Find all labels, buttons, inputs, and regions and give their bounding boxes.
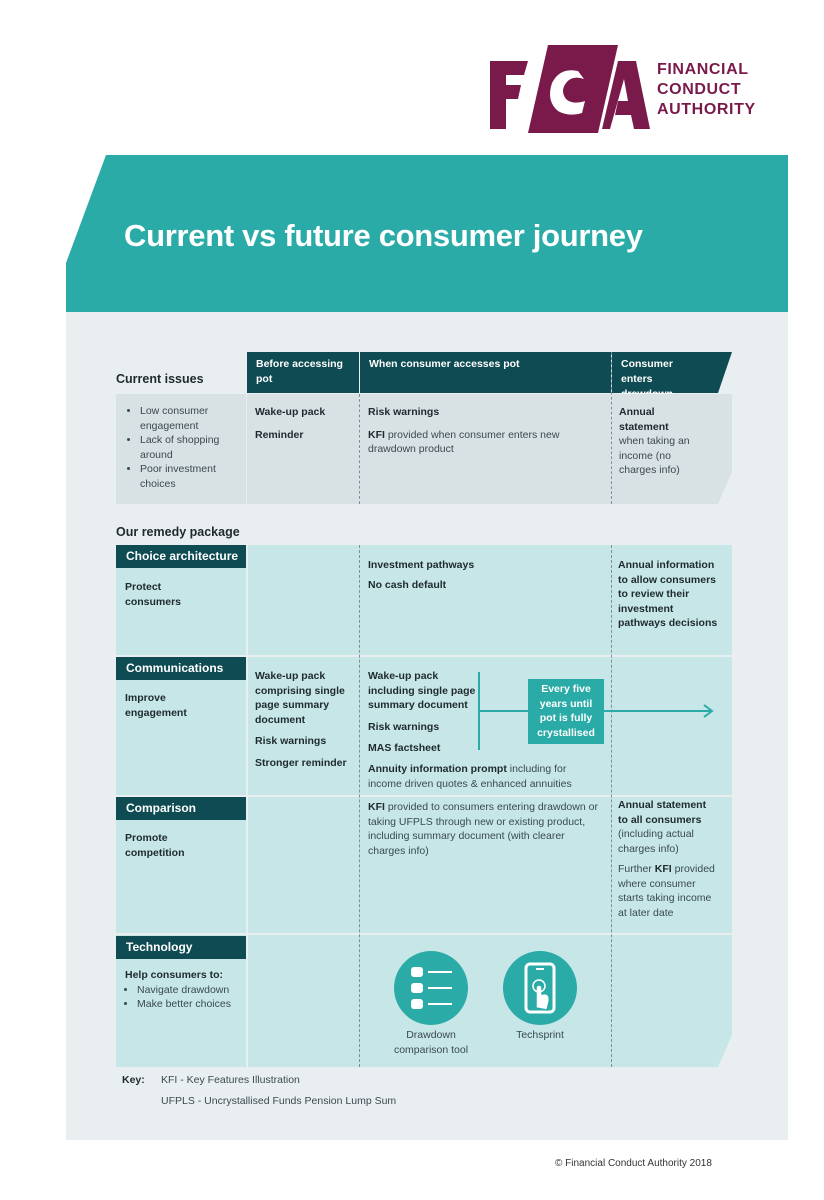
tag-choice-architecture: Choice architecture (116, 545, 246, 568)
issues-cell: Low consumer engagement Lack of shopping… (116, 394, 246, 504)
risk-warnings-text: Risk warnings (255, 735, 327, 747)
col-header-drawdown: Consumer enters drawdown (621, 358, 673, 400)
annuity-prompt-rest: including for income driven quotes & enh… (368, 763, 572, 790)
kfi-current-text: KFI provided when consumer enters new dr… (360, 420, 611, 457)
kfi-term: KFI (368, 428, 385, 441)
annual-statement-text: Annual statement (619, 406, 669, 433)
separator (611, 545, 612, 1067)
drawdown-tool-label: Drawdown comparison tool (393, 1029, 469, 1056)
further-kfi-rest: provided where consumer starts taking in… (618, 863, 715, 919)
col-header-before: Before accessing pot (247, 352, 359, 393)
kfi-comparison-text: KFI provided to consumers entering drawd… (368, 800, 600, 858)
tag-comparison: Comparison (116, 797, 246, 820)
logo-line-3: AUTHORITY (657, 101, 756, 118)
remedy-grid-bg (116, 545, 732, 1067)
comms-accesses-cell: Wake-up pack including single page summa… (368, 669, 478, 756)
current-before-cell: Wake-up pack Reminder (247, 394, 359, 504)
issue-item: Low consumer engagement (140, 404, 246, 433)
remedy-label: Our remedy package (116, 525, 240, 539)
no-cash-default-text: No cash default (368, 579, 447, 591)
separator (611, 352, 612, 504)
tech-bullet: Navigate drawdown (137, 983, 245, 998)
logo-line-2: CONDUCT (657, 81, 742, 98)
page-title: Current vs future consumer journey (124, 218, 643, 253)
phone-touch-icon (503, 951, 577, 1025)
annual-statement-all-text: Annual statement to all consumers (618, 799, 707, 826)
row-divider (116, 655, 732, 657)
further-word: Further (618, 863, 655, 875)
reminder-text: Reminder (255, 428, 304, 441)
tech-bullet: Make better choices (137, 997, 245, 1012)
goal-help-consumers: Help consumers to: (125, 969, 224, 981)
risk-warnings-text: Risk warnings (368, 720, 440, 733)
issues-list: Low consumer engagement Lack of shopping… (116, 394, 246, 491)
kfi-current-rest: provided when consumer enters new drawdo… (368, 428, 560, 456)
current-accesses-cell: Risk warnings KFI provided when consumer… (360, 394, 611, 504)
separator (359, 545, 360, 1067)
current-issues-label: Current issues (116, 372, 204, 386)
further-kfi-text: Further KFI provided where consumer star… (618, 862, 722, 920)
annuity-prompt-text: Annuity information prompt including for… (368, 762, 603, 791)
annual-statement-detail: when taking an income (no charges info) (619, 435, 690, 476)
mas-factsheet-text: MAS factsheet (368, 742, 441, 754)
issue-item: Poor investment choices (140, 462, 246, 491)
current-drawdown-cell: Annual statement when taking an income (… (612, 394, 722, 504)
risk-warnings-text: Risk warnings (368, 406, 440, 418)
comparison-drawdown-cell: Annual statement to all consumers (inclu… (618, 798, 722, 920)
copyright-footer: © Financial Conduct Authority 2018 (555, 1158, 712, 1169)
kfi-term: KFI (368, 801, 385, 813)
comparison-list-icon (394, 951, 468, 1025)
technology-bullets: Navigate drawdown Make better choices (125, 983, 245, 1012)
wakeup-pack-summary-text: Wake-up pack comprising single page summ… (255, 670, 345, 726)
title-banner (66, 155, 788, 312)
five-year-callout: Every five years until pot is fully crys… (528, 679, 604, 744)
key-ufpls: UFPLS - Uncrystallised Funds Pension Lum… (161, 1095, 397, 1107)
col-header-accesses: When consumer accesses pot (360, 352, 611, 393)
separator (359, 394, 360, 504)
row-divider (116, 933, 732, 935)
wakeup-pack-including-text: Wake-up pack including single page summa… (368, 670, 476, 711)
techsprint-label: Techsprint (516, 1029, 564, 1041)
key-label: Key: (122, 1074, 145, 1086)
fca-logo-text: FINANCIAL CONDUCT AUTHORITY (657, 60, 756, 120)
kfi-term: KFI (654, 863, 672, 875)
goal-promote-competition: Promote competition (125, 832, 185, 859)
wakeup-pack-text: Wake-up pack (255, 406, 326, 418)
investment-pathways-text: Investment pathways (368, 559, 475, 571)
actual-charges-text: (including actual charges info) (618, 828, 694, 855)
logo-line-1: FINANCIAL (657, 61, 749, 78)
issue-item: Lack of shopping around (140, 433, 246, 462)
comms-before-cell: Wake-up pack comprising single page summ… (255, 669, 355, 770)
annual-information-text: Annual information to allow consumers to… (618, 559, 718, 629)
col-divider (246, 545, 248, 1067)
tag-communications: Communications (116, 657, 246, 680)
kfi-comparison-rest: provided to consumers entering drawdown … (368, 801, 598, 857)
technology-goal: Help consumers to: Navigate drawdown Mak… (125, 968, 245, 1012)
row-divider (116, 795, 732, 797)
col-header-drawdown-bg (612, 352, 732, 393)
goal-protect-consumers: Protect consumers (125, 581, 182, 608)
tag-technology: Technology (116, 936, 246, 959)
goal-improve-engagement: Improve engagement (125, 692, 187, 719)
current-drawdown-cell-bg (612, 394, 732, 504)
stronger-reminder-text: Stronger reminder (255, 756, 347, 769)
annuity-prompt-bold: Annuity information prompt (368, 763, 507, 775)
key-kfi: KFI - Key Features Illustration (161, 1074, 300, 1086)
fca-logo-mark (490, 45, 650, 133)
